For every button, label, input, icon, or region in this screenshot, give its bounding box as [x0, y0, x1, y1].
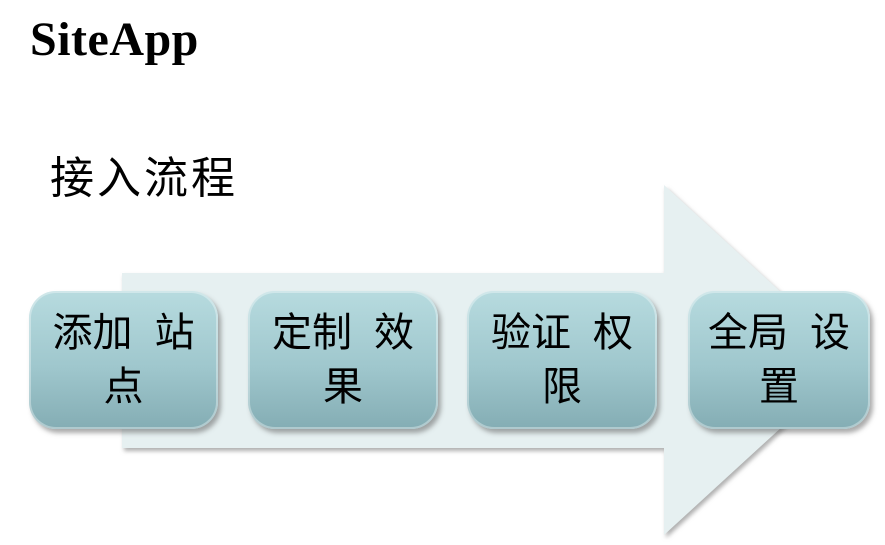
- step-label: 全局 设 置: [708, 306, 850, 414]
- step-label-line: 定制 效: [272, 310, 414, 355]
- step-box-customize-effect: 定制 效 果: [248, 291, 438, 429]
- step-label-line: 点: [103, 364, 144, 409]
- step-label-line: 果: [323, 364, 363, 409]
- step-label-line: 验证 权: [491, 310, 633, 355]
- step-box-add-site: 添加 站 点: [29, 291, 218, 429]
- step-label: 验证 权 限: [491, 306, 633, 414]
- step-label-line: 添加 站: [52, 310, 195, 355]
- step-label-line: 置: [759, 364, 799, 409]
- step-label: 添加 站 点: [53, 306, 195, 414]
- step-box-verify-permission: 验证 权 限: [467, 291, 657, 429]
- slide-title: SiteApp: [30, 13, 199, 66]
- step-box-global-settings: 全局 设 置: [688, 291, 870, 429]
- process-heading: 接入流程: [50, 154, 238, 203]
- step-label-line: 全局 设: [708, 310, 850, 355]
- step-label: 定制 效 果: [272, 306, 414, 414]
- step-label-line: 限: [542, 364, 582, 409]
